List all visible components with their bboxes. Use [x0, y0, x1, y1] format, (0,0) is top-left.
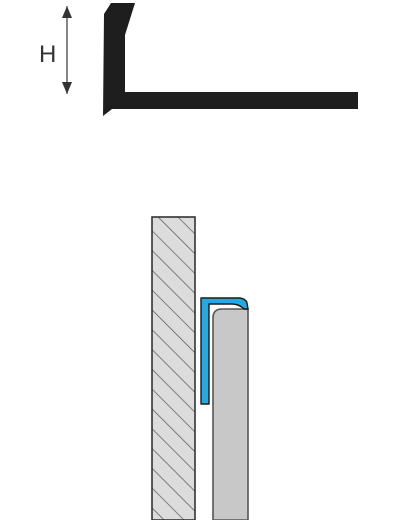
height-dimension: H [39, 6, 72, 94]
dimension-label-h: H [39, 41, 56, 68]
dimension-arrow-top [62, 6, 72, 18]
installation-detail [151, 216, 249, 520]
dimension-arrow-bottom [62, 82, 72, 94]
profile-l-shape [103, 3, 358, 116]
profile-section [103, 3, 358, 116]
wall-substrate [151, 216, 196, 520]
trim-profile [200, 297, 249, 405]
tile-panel [212, 308, 249, 520]
